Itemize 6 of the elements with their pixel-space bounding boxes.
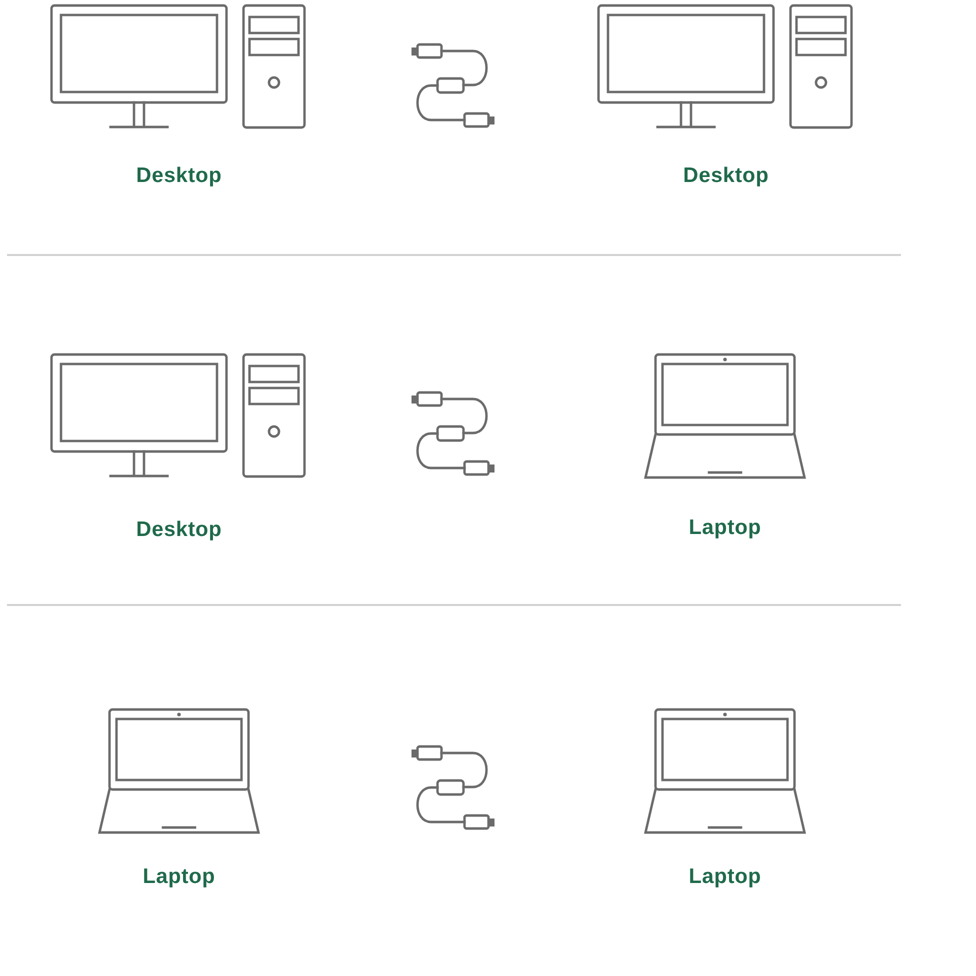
device-label: Desktop <box>683 164 769 187</box>
device-label: Desktop <box>136 518 222 541</box>
device-label: Laptop <box>688 865 762 888</box>
device-label: Laptop <box>142 865 216 888</box>
device-label: Laptop <box>688 516 762 539</box>
device-label: Desktop <box>136 164 222 187</box>
